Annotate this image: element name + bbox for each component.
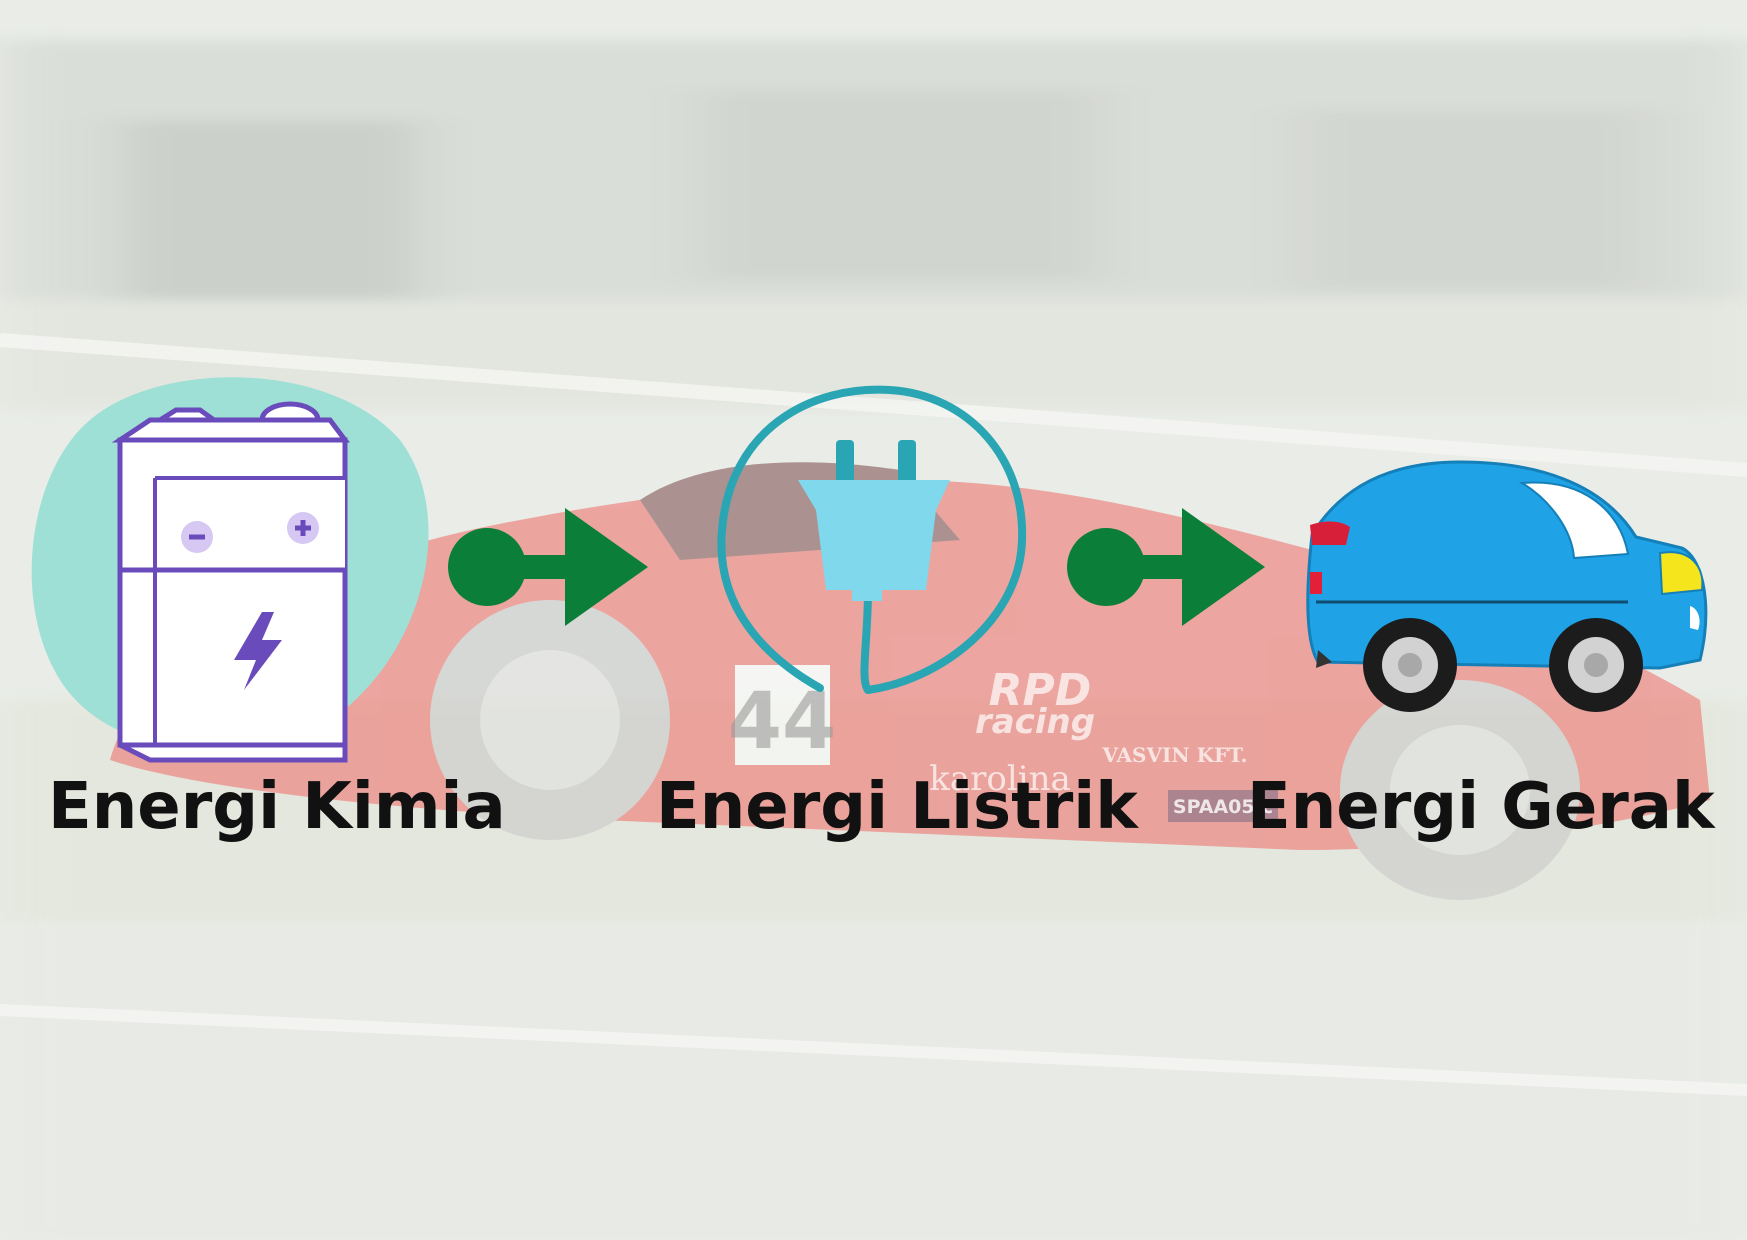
stage-label-electric: Energi Listrik [656, 770, 1138, 844]
sponsor-logo-racing: racing [975, 702, 1095, 742]
sponsor-logo-rpd: RPD [989, 665, 1092, 716]
arrow-right-icon [448, 508, 648, 626]
sponsor-plate: SPAA05.c [1173, 796, 1273, 818]
sponsor-logo-karolina: karolina [929, 759, 1071, 799]
stage-label-kinetic: Energi Gerak [1247, 770, 1715, 844]
sponsor-text-vasvin: VASVIN KFT. [1102, 743, 1248, 767]
car-icon [1306, 460, 1708, 712]
arrow-right-icon [1067, 508, 1265, 626]
stage-label-chemical: Energi Kimia [48, 770, 506, 844]
car-number: 44 [728, 677, 837, 767]
plug-icon [717, 385, 1027, 694]
battery-icon [31, 377, 429, 763]
